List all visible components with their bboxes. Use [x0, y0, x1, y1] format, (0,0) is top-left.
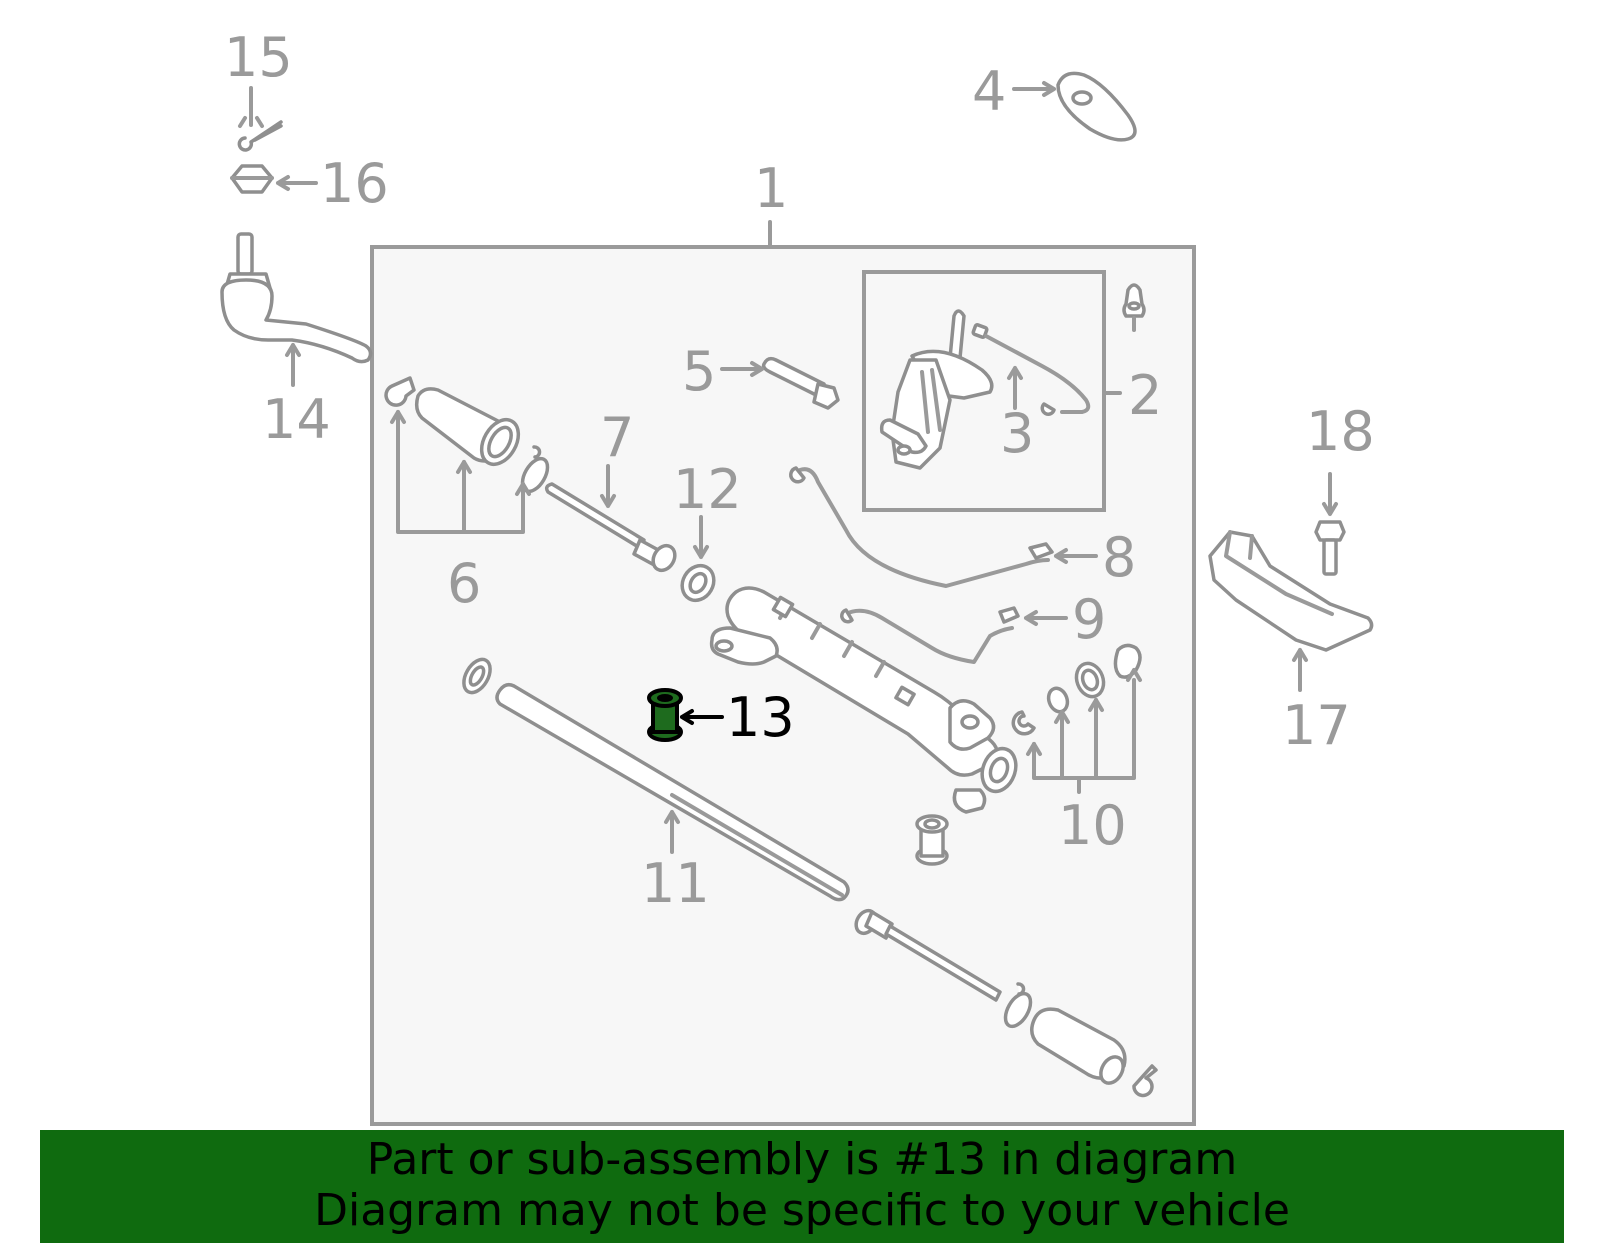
hex-nut-part — [230, 164, 318, 194]
callout-15: 15 — [224, 26, 293, 89]
callout-7: 7 — [600, 406, 634, 469]
tie-rod-end-part — [220, 232, 373, 387]
mounting-bolt-part — [1314, 472, 1346, 576]
callout-6: 6 — [447, 552, 481, 615]
callout-9: 9 — [1072, 588, 1106, 651]
mount-bushing-part-highlighted — [647, 688, 724, 742]
callout-1: 1 — [754, 157, 788, 220]
control-valve-part — [879, 309, 994, 470]
inner-tie-rod-lower-part — [854, 908, 1158, 1098]
part-info-banner: Part or sub-assembly is #13 in diagram D… — [40, 1130, 1564, 1243]
callout-2: 2 — [1128, 364, 1162, 427]
callout-8: 8 — [1102, 526, 1136, 589]
callout-3: 3 — [1000, 402, 1034, 465]
bolt-part — [720, 356, 840, 410]
banner-line-disclaimer: Diagram may not be specific to your vehi… — [314, 1185, 1290, 1236]
rack-bar-part — [462, 657, 850, 902]
callout-13-highlighted: 13 — [726, 686, 795, 749]
pipe-line-lower-part — [840, 606, 1068, 664]
boot-kit-part — [384, 376, 550, 534]
callout-14: 14 — [262, 388, 331, 451]
inner-tie-rod-part — [544, 464, 677, 573]
callout-17: 17 — [1282, 694, 1351, 757]
callout-16: 16 — [320, 152, 389, 215]
callout-18: 18 — [1306, 400, 1375, 463]
pressure-switch-part — [1122, 283, 1146, 332]
bracket-part — [1012, 71, 1137, 142]
rack-housing-part — [709, 586, 1018, 814]
sensor-harness-part — [971, 323, 1091, 416]
callout-10: 10 — [1058, 794, 1127, 857]
banner-line-part-number: Part or sub-assembly is #13 in diagram — [366, 1134, 1238, 1185]
seal-kit-part — [1011, 643, 1142, 794]
callout-11: 11 — [641, 852, 710, 915]
mounting-bracket-part — [1208, 530, 1374, 692]
mount-bushing-part-lower — [915, 814, 949, 866]
callout-12: 12 — [673, 458, 742, 521]
callout-4: 4 — [972, 60, 1006, 123]
bushing-ring-part — [680, 515, 716, 603]
callout-5: 5 — [682, 340, 716, 403]
cotter-pin-part — [237, 86, 283, 152]
pipe-line-upper-part — [789, 466, 1098, 588]
